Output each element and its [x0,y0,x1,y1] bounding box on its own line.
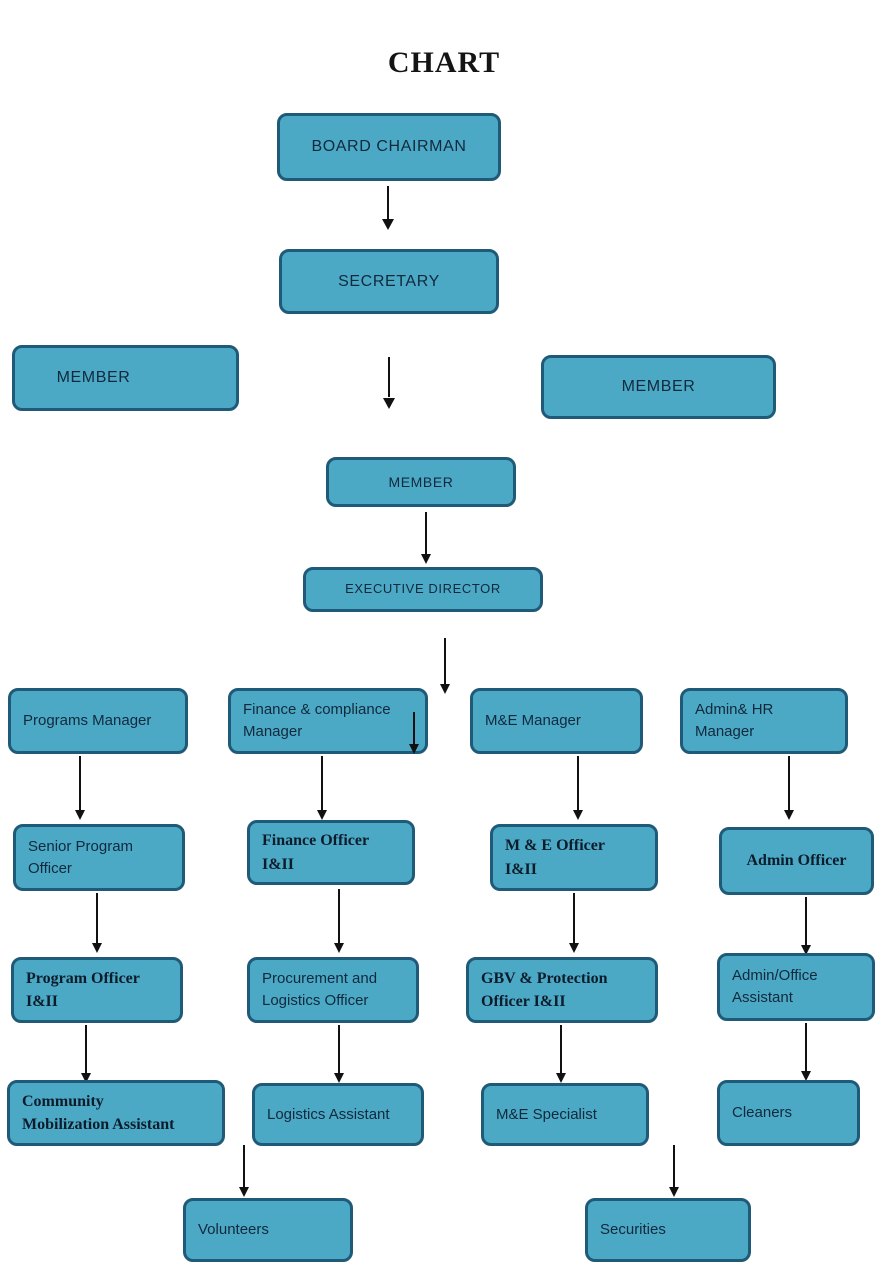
node-programs-manager[interactable]: Programs Manager [8,688,188,754]
arrow-program-officer-to-community-mobilization [78,1025,94,1083]
arrow-board-chairman-to-secretary [378,186,398,230]
node-gbv-protection-officer[interactable]: GBV & Protection Officer I&II [466,957,658,1023]
arrow-member-center-to-executive-director [417,512,435,564]
arrow-admin-officer-to-admin-office-assistant [798,897,814,955]
node-member-right-label: MEMBER [621,378,696,396]
arrow-programs-manager-to-senior-program-officer [72,756,88,820]
node-secretary[interactable]: SECRETARY [279,249,499,314]
node-cleaners[interactable]: Cleaners [717,1080,860,1146]
node-community-mobilization-assistant[interactable]: Community Mobilization Assistant [7,1080,225,1146]
node-executive-director-label: EXECUTIVE DIRECTOR [345,581,501,597]
node-secretary-label: SECRETARY [338,272,440,290]
page-title: CHART [387,46,501,79]
node-procurement-logistics-officer-label: Procurement and Logistics Officer [262,970,378,1009]
node-finance-compliance-manager[interactable]: Finance & compliance Manager [228,688,428,754]
node-senior-program-officer[interactable]: Senior Program Officer [13,824,185,891]
arrow-admin-hr-manager-to-admin-officer [781,756,797,820]
node-me-manager[interactable]: M&E Manager [470,688,643,754]
node-member-left-label: MEMBER [56,369,131,387]
node-admin-office-assistant[interactable]: Admin/Office Assistant [717,953,875,1021]
node-me-specialist[interactable]: M&E Specialist [481,1083,649,1146]
arrow-admin-office-assistant-to-cleaners [798,1023,814,1081]
node-program-officer-label: Program Officer I&II [26,969,140,1010]
node-program-officer[interactable]: Program Officer I&II [11,957,183,1023]
node-logistics-assistant[interactable]: Logistics Assistant [252,1083,424,1146]
node-programs-manager-label: Programs Manager [23,712,152,730]
node-finance-officer-label: Finance Officer I&II [262,832,370,873]
node-volunteers[interactable]: Volunteers [183,1198,353,1262]
node-executive-director[interactable]: EXECUTIVE DIRECTOR [303,567,543,612]
node-cleaners-label: Cleaners [732,1104,793,1122]
node-finance-compliance-manager-label: Finance & compliance Manager [243,701,391,740]
node-me-manager-label: M&E Manager [485,712,581,730]
arrow-overlap-finance-manager [406,712,422,754]
node-member-left[interactable]: MEMBER [12,345,239,411]
node-logistics-assistant-label: Logistics Assistant [267,1105,390,1123]
node-board-chairman[interactable]: BOARD CHAIRMAN [277,113,501,181]
arrow-senior-program-officer-to-program-officer [89,893,105,953]
node-volunteers-label: Volunteers [198,1221,269,1239]
arrow-secretary-to-member-center [379,357,399,409]
node-senior-program-officer-label: Senior Program Officer [28,837,134,877]
node-admin-officer[interactable]: Admin Officer [719,827,874,895]
node-securities[interactable]: Securities [585,1198,751,1262]
node-me-officer[interactable]: M & E Officer I&II [490,824,658,891]
arrow-finance-manager-to-finance-officer [314,756,330,820]
node-admin-office-assistant-label: Admin/Office Assistant [732,967,818,1006]
node-finance-officer[interactable]: Finance Officer I&II [247,820,415,885]
arrow-finance-officer-to-procurement [331,889,347,953]
node-board-chairman-label: BOARD CHAIRMAN [311,138,467,156]
node-admin-officer-label: Admin Officer [746,852,847,870]
arrow-logistics-assistant-to-volunteers [236,1145,252,1197]
arrow-me-manager-to-me-officer [570,756,586,820]
arrow-gbv-to-me-specialist [553,1025,569,1083]
node-gbv-protection-officer-label: GBV & Protection Officer I&II [481,969,608,1010]
node-me-officer-label: M & E Officer I&II [505,837,605,878]
node-admin-hr-manager-label: Admin& HR Manager [695,701,774,740]
arrow-executive-director-to-managers [436,638,454,694]
node-me-specialist-label: M&E Specialist [496,1105,597,1123]
node-member-right[interactable]: MEMBER [541,355,776,419]
arrow-procurement-to-logistics-assistant [331,1025,347,1083]
arrow-me-officer-to-gbv-protection-officer [566,893,582,953]
node-admin-hr-manager[interactable]: Admin& HR Manager [680,688,848,754]
node-securities-label: Securities [600,1221,666,1239]
node-member-center-label: MEMBER [388,473,454,490]
arrow-me-specialist-to-securities [666,1145,682,1197]
node-community-mobilization-assistant-label: Community Mobilization Assistant [22,1092,175,1133]
node-member-center[interactable]: MEMBER [326,457,516,507]
node-procurement-logistics-officer[interactable]: Procurement and Logistics Officer [247,957,419,1023]
